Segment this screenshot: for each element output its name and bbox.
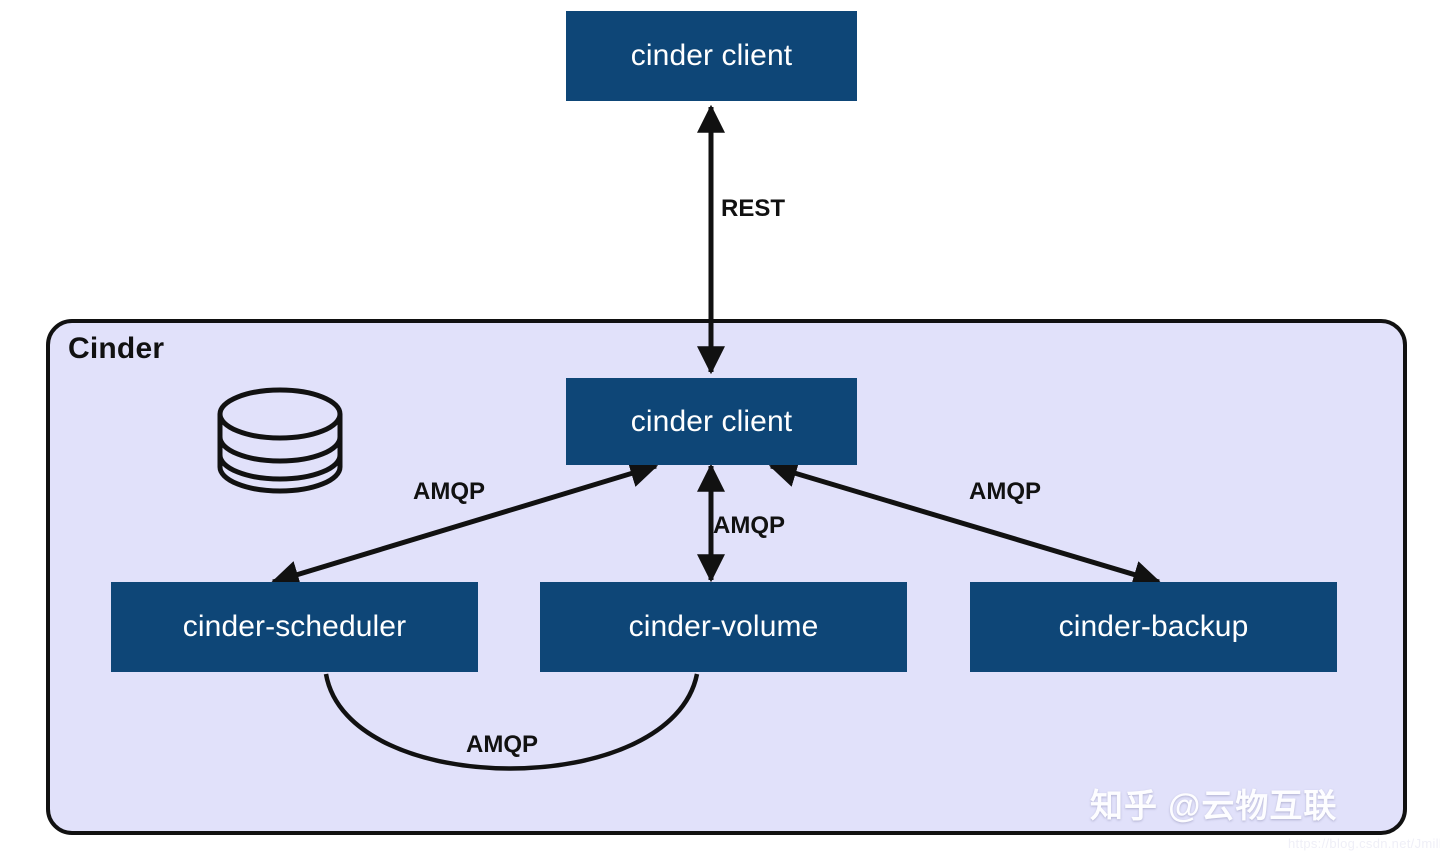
node-cinder-client-inner[interactable]: cinder client [566, 378, 857, 465]
edge-amqp-right [768, 459, 1162, 589]
node-cinder-client-top[interactable]: cinder client [566, 11, 857, 101]
watermark-url: https://blog.csdn.net/Jmilk [1288, 836, 1440, 851]
edge-label-amqp-left: AMQP [413, 478, 485, 505]
cinder-group-label: Cinder [68, 332, 165, 365]
database-icon [217, 387, 343, 494]
node-cinder-scheduler[interactable]: cinder-scheduler [111, 582, 478, 672]
node-cinder-volume[interactable]: cinder-volume [540, 582, 907, 672]
edge-amqp-bottom [323, 673, 700, 771]
edge-label-amqp-mid: AMQP [713, 512, 785, 539]
edge-amqp-left [270, 460, 659, 588]
edge-label-amqp-bottom: AMQP [466, 731, 538, 758]
node-cinder-backup[interactable]: cinder-backup [970, 582, 1337, 672]
edge-label-rest: REST [721, 195, 786, 222]
edge-label-amqp-right: AMQP [969, 478, 1041, 505]
watermark-text: 知乎 @云物互联 [1090, 787, 1338, 824]
